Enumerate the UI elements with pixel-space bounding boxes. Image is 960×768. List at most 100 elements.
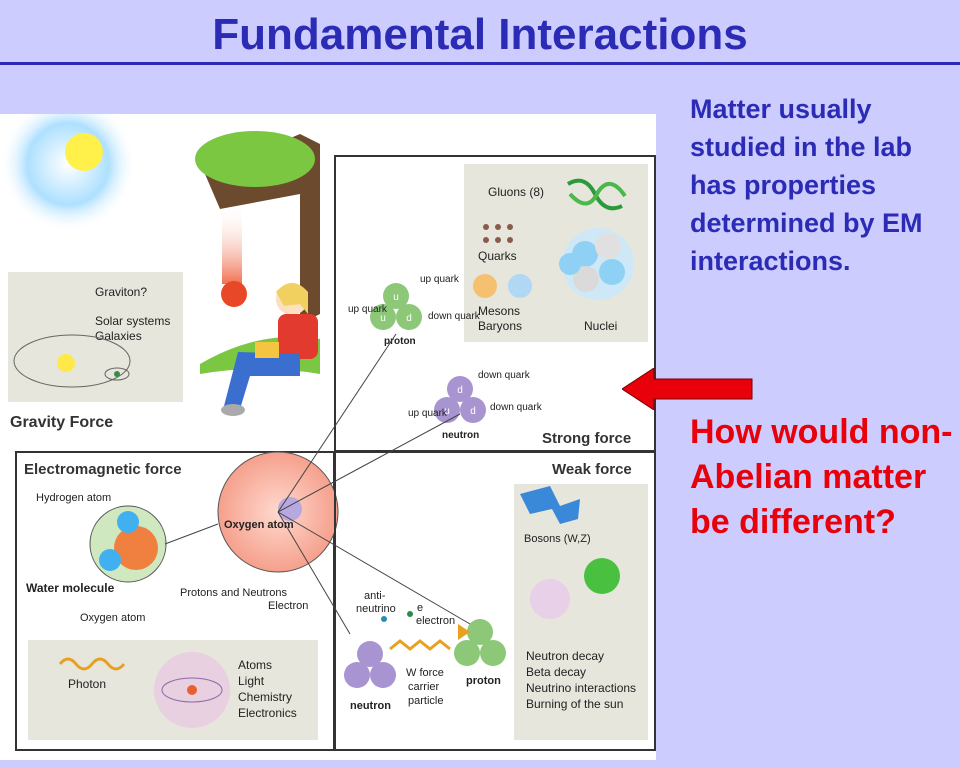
weak-proton-cluster [454, 619, 506, 666]
interactions-diagram: Graviton? Solar systems Galaxies Gravity… [0, 96, 656, 760]
shoe-icon [221, 404, 245, 416]
girl-hair [276, 283, 308, 314]
bosons-label: Bosons (W,Z) [524, 533, 591, 545]
baryon-icon [508, 274, 532, 298]
electron-dot [407, 611, 413, 617]
hydrogen-sphere [117, 511, 139, 533]
quark-dot [483, 224, 489, 230]
galaxies-label: Galaxies [95, 329, 142, 343]
neutron-cluster [434, 376, 486, 423]
boson-ribbon-icon [520, 486, 580, 524]
proton-label: proton [384, 336, 416, 347]
baryons-label: Baryons [478, 319, 522, 333]
weak-electron-label: electron [416, 615, 455, 627]
meson-icon [473, 274, 497, 298]
tree-leaves [195, 131, 315, 187]
em-force-title: Electromagnetic force [24, 461, 182, 478]
orbit-ellipse [13, 334, 131, 388]
gluon-helix-icon-2 [568, 182, 627, 206]
sun-icon [65, 133, 103, 171]
neutron-up-quark-label: up quark [408, 408, 448, 419]
weak-force-title: Weak force [552, 461, 632, 478]
neutron-label: neutron [442, 430, 479, 441]
hydrogen-atom-label: Hydrogen atom [36, 492, 111, 504]
atom-core [187, 685, 197, 695]
neutron-quark-u: u [444, 406, 450, 417]
neutron-quark-d2: d [470, 406, 476, 417]
falling-beam [222, 204, 242, 284]
proton-up-quark-label: up quark [420, 274, 460, 285]
proton-quark-u2: u [380, 313, 386, 324]
atom-orbit-ring [161, 677, 223, 703]
neutron-quark-d1: d [457, 385, 463, 396]
w-force-label: W force [406, 667, 444, 679]
diagram-svg: Graviton? Solar systems Galaxies Gravity… [0, 96, 656, 751]
hydrogen-sphere-2 [99, 549, 121, 571]
oxygen-atom-center-label: Oxygen atom [224, 519, 294, 531]
protons-neutrons-label: Protons and Neutrons [180, 587, 288, 599]
sky-glow [0, 96, 136, 232]
w-boson-arrowhead [458, 624, 470, 640]
neutron-down-quark-label: down quark [478, 370, 531, 381]
connector-line [277, 511, 471, 625]
proton-quark-u1: u [393, 292, 399, 303]
small-sun-icon [57, 354, 75, 372]
particle-label: particle [408, 695, 443, 707]
quark-dot [495, 224, 501, 230]
connector-line [277, 413, 461, 513]
electronics-label: Electronics [238, 706, 297, 720]
e-label: e [417, 602, 423, 614]
neutron-down-quark-label-2: down quark [490, 402, 543, 413]
weak-force-box [334, 451, 656, 751]
weak-neutron-label: neutron [350, 700, 391, 712]
burning-sun-label: Burning of the sun [526, 697, 623, 711]
nuclei-label: Nuclei [584, 319, 617, 333]
quark-dot [507, 237, 513, 243]
apple-icon [221, 281, 247, 307]
moon-orbit [104, 367, 130, 381]
photon-wave-icon [58, 657, 126, 671]
girl-jeans [224, 352, 300, 409]
atoms-label: Atoms [238, 658, 272, 672]
water-molecule-label: Water molecule [26, 581, 115, 595]
solar-systems-label: Solar systems [95, 314, 170, 328]
connector-line [277, 333, 397, 513]
title-rule [0, 62, 960, 65]
pointer-arrow-icon [622, 368, 753, 410]
proton-up-quark-label-2: up quark [348, 304, 388, 315]
chemistry-label: Chemistry [238, 690, 292, 704]
oxygen-sphere [114, 526, 158, 570]
weak-proton-label: proton [466, 675, 501, 687]
girl-shirt [278, 314, 318, 359]
photon-label: Photon [68, 677, 106, 691]
light-label: Light [238, 674, 265, 688]
mesons-label: Mesons [478, 304, 520, 318]
neutrino-dot [381, 616, 387, 622]
anti-label: anti- [364, 590, 386, 602]
neutron-decay-label: Neutron decay [526, 649, 604, 663]
weak-neutron-cluster [344, 641, 396, 688]
neutrino-interactions-label: Neutrino interactions [526, 681, 636, 695]
neutrino-label: neutrino [356, 603, 396, 615]
strong-force-title: Strong force [542, 430, 631, 447]
beta-decay-label: Beta decay [526, 665, 586, 679]
carrier-label: carrier [408, 681, 440, 693]
book-icon [255, 342, 279, 358]
connector-line [164, 523, 219, 545]
quarks-label: Quarks [478, 249, 517, 263]
quark-dot [507, 224, 513, 230]
non-abelian-question: How would non-Abelian matter be differen… [690, 413, 953, 541]
proton-quark-d: d [406, 313, 412, 324]
nuclei-icon [559, 228, 634, 300]
boson-ball-icon [584, 558, 620, 594]
slide-title: Fundamental Interactions [212, 10, 748, 59]
boson-vertex-icon [530, 579, 570, 619]
proton-cluster [370, 283, 422, 330]
quark-dot [483, 237, 489, 243]
oxygen-atom-label: Oxygen atom [80, 612, 145, 624]
proton-down-quark-label: down quark [428, 311, 481, 322]
em-matter-statement: Matter usually studied in the lab has pr… [690, 94, 923, 276]
planet-icon [114, 371, 120, 377]
gravity-force-title: Gravity Force [10, 414, 113, 431]
electron-label: Electron [268, 600, 308, 612]
